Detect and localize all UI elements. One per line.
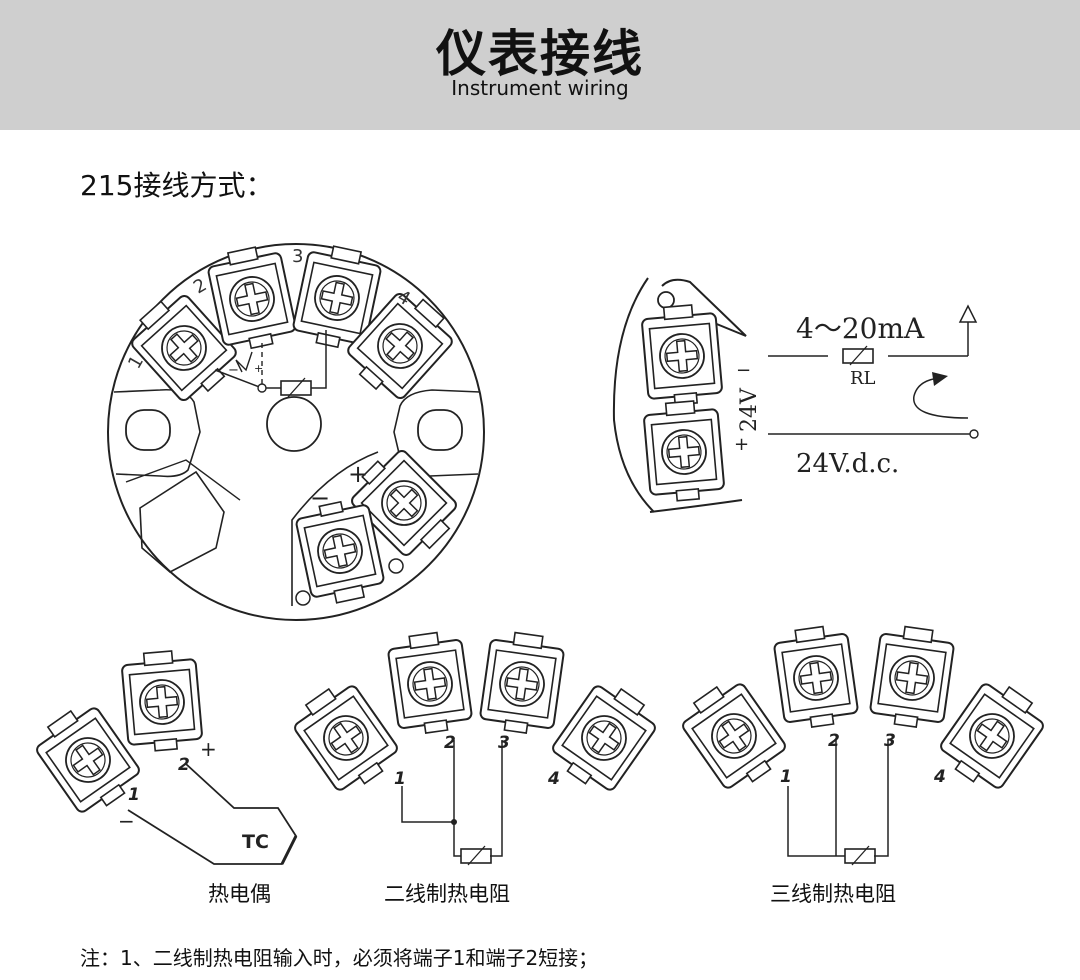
center-hole	[266, 396, 322, 452]
tc-plus-mark: +	[254, 362, 263, 375]
output-plus: +	[348, 460, 368, 488]
tc-minus-mark: −	[228, 363, 239, 378]
rtd3-term4: 4	[933, 767, 946, 787]
rtd3-term3: 3	[884, 731, 896, 751]
loop-plus: +	[734, 434, 749, 455]
left-slot	[125, 409, 171, 451]
tc-minus: −	[118, 809, 135, 833]
terminal-number-3: 3	[292, 246, 303, 267]
current-loop	[612, 277, 979, 513]
loop-current-label: 4～20mA	[796, 312, 925, 345]
loop-minus: −	[736, 360, 751, 381]
right-slot	[417, 409, 463, 451]
output-minus: −	[310, 484, 330, 512]
rtd2-term2: 2	[444, 733, 456, 753]
cavity	[139, 470, 225, 573]
supply-label: 24V.d.c.	[796, 449, 899, 479]
load-resistor-label: RL	[850, 368, 876, 389]
rtd3-term1: 1	[780, 767, 792, 787]
header-banner: 仪表接线 Instrument wiring	[0, 0, 1080, 130]
tc-label: TC	[242, 831, 269, 853]
page-title: 仪表接线	[436, 25, 644, 83]
rtd3-caption: 三线制热电阻	[770, 882, 896, 906]
rtd2-term4: 4	[547, 769, 560, 789]
voltage-label: 24V	[737, 387, 762, 432]
tc-caption: 热电偶	[208, 882, 271, 906]
tc-term1: 1	[128, 785, 140, 805]
rtd2-diagram	[286, 628, 664, 866]
tc-term2: 2	[178, 755, 190, 775]
tc-plus: +	[200, 737, 217, 761]
rtd2-caption: 二线制热电阻	[384, 882, 510, 906]
section-title: 215接线方式：	[80, 169, 274, 202]
rtd2-term3: 3	[498, 733, 510, 753]
page-subtitle: Instrument wiring	[451, 76, 629, 100]
rtd3-term2: 2	[828, 731, 840, 751]
rtd2-term1: 1	[394, 769, 406, 789]
circular-module: − +	[107, 240, 485, 621]
note-text: 注：1、二线制热电阻输入时，必须将端子1和端子2短接；	[80, 946, 599, 970]
thermocouple-diagram	[28, 647, 298, 865]
rtd3-diagram	[674, 622, 1052, 866]
